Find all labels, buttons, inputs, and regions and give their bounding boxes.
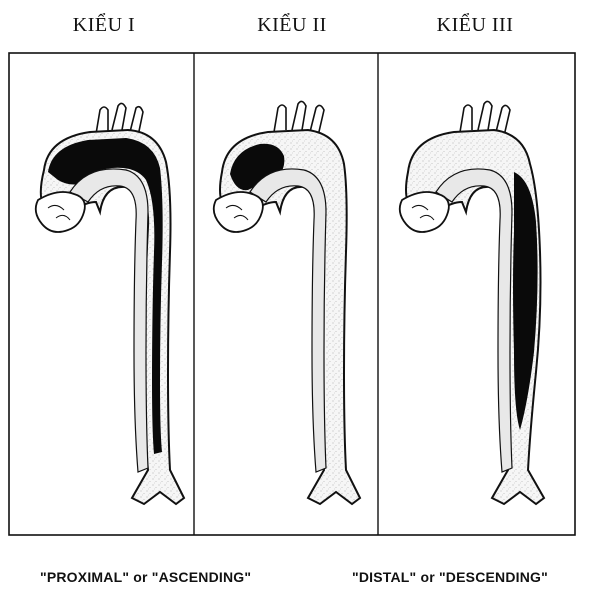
caption-proximal: "PROXIMAL" or "ASCENDING" [40,569,251,585]
panel-frame [9,53,575,535]
caption-distal: "DISTAL" or "DESCENDING" [352,569,548,585]
aortic-root-2 [214,192,263,232]
type-2-label: KIỂU II [232,14,352,37]
aorta-type-3 [400,101,544,504]
aortic-root-1 [36,192,85,232]
aortic-dissection-diagram [8,52,578,537]
aortic-root-3 [400,192,449,232]
type-3-label: KIỂU III [410,14,540,37]
aorta-type-2 [214,101,360,504]
type-1-label: KIỂU I [44,14,164,37]
aorta-type-1 [36,103,184,504]
